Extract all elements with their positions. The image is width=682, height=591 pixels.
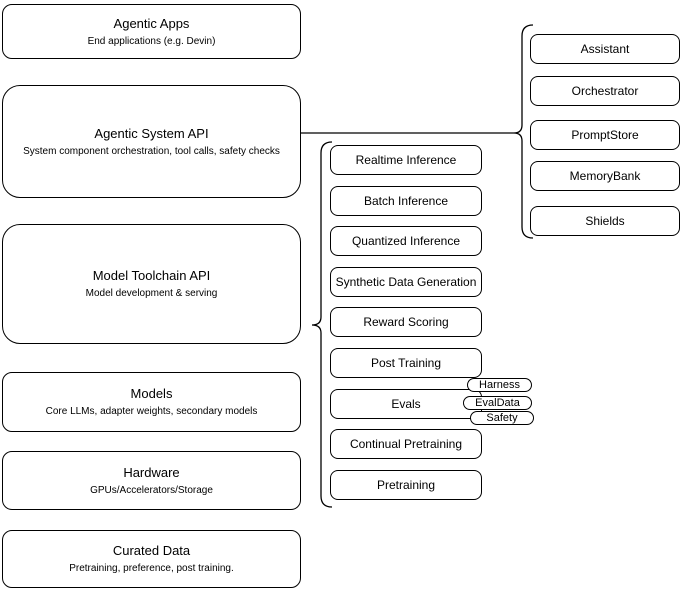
pill-evaldata: EvalData [463,396,532,410]
node-label: MemoryBank [569,169,641,183]
node-label: Quantized Inference [351,234,461,248]
node-label: Batch Inference [363,194,449,208]
node-pretraining: Pretraining [330,470,482,500]
node-label: Assistant [580,42,630,56]
node-promptstore: PromptStore [530,120,680,150]
node-synthetic-data-generation: Synthetic Data Generation [330,267,482,297]
node-memorybank: MemoryBank [530,161,680,191]
layer-model-toolchain-api: Model Toolchain API Model development & … [2,224,301,344]
layer-subtitle: System component orchestration, tool cal… [23,145,280,157]
layer-title: Hardware [123,464,180,480]
node-continual-pretraining: Continual Pretraining [330,429,482,459]
layer-curated-data: Curated Data Pretraining, preference, po… [2,530,301,588]
node-batch-inference: Batch Inference [330,186,482,216]
node-label: Continual Pretraining [349,437,463,451]
node-label: Shields [585,214,625,228]
layer-agentic-system-api: Agentic System API System component orch… [2,85,301,198]
layer-subtitle: Model development & serving [85,288,218,299]
node-post-training: Post Training [330,348,482,378]
node-assistant: Assistant [530,34,680,64]
node-realtime-inference: Realtime Inference [330,145,482,175]
layer-title: Model Toolchain API [92,268,211,283]
node-label: Orchestrator [571,84,639,98]
layer-models: Models Core LLMs, adapter weights, secon… [2,372,301,432]
node-quantized-inference: Quantized Inference [330,226,482,256]
layer-title: Agentic Apps [113,15,190,31]
layer-agentic-apps: Agentic Apps End applications (e.g. Devi… [2,4,301,59]
node-label: Pretraining [376,478,436,492]
node-shields: Shields [530,206,680,236]
layer-subtitle: End applications (e.g. Devin) [87,35,216,47]
layer-title: Models [130,386,173,401]
layer-title: Agentic System API [94,125,209,141]
brace-toolchain [311,141,333,508]
node-label: Post Training [370,356,442,370]
pill-label: EvalData [475,397,520,409]
node-reward-scoring: Reward Scoring [330,307,482,337]
pill-harness: Harness [467,378,532,392]
node-label: Synthetic Data Generation [335,275,477,289]
layer-title: Curated Data [112,543,191,558]
layer-subtitle: GPUs/Accelerators/Storage [90,484,213,496]
node-label: PromptStore [571,128,639,142]
node-label: Reward Scoring [363,315,449,329]
pill-safety: Safety [470,411,534,425]
layer-subtitle: Pretraining, preference, post training. [69,563,234,574]
node-label: Evals [391,397,421,411]
layer-hardware: Hardware GPUs/Accelerators/Storage [2,451,301,510]
node-evals: Evals [330,389,482,419]
node-orchestrator: Orchestrator [530,76,680,106]
node-label: Realtime Inference [355,153,457,167]
pill-label: Harness [479,379,520,391]
layer-subtitle: Core LLMs, adapter weights, secondary mo… [45,406,258,417]
pill-label: Safety [486,412,518,424]
